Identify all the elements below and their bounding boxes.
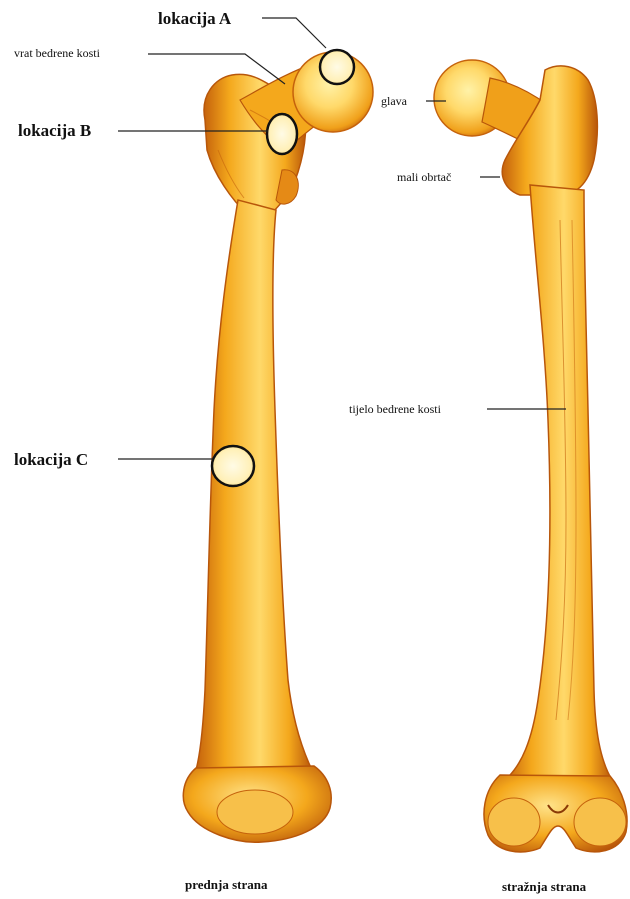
patellar-surface xyxy=(217,790,293,834)
label-shaft: tijelo bedrene kosti xyxy=(349,403,441,415)
leader-neck xyxy=(148,54,285,84)
femur-shaft xyxy=(196,200,312,770)
leader-location-a xyxy=(262,18,326,48)
label-location-b: lokacija B xyxy=(18,122,91,139)
label-lesser-trochanter: mali obrtač xyxy=(397,171,451,183)
label-location-c: lokacija C xyxy=(14,451,88,468)
marker-location-a xyxy=(320,50,354,84)
marker-location-b xyxy=(267,114,297,154)
femur-back xyxy=(434,60,627,852)
label-neck: vrat bedrene kosti xyxy=(14,47,100,59)
medial-condyle xyxy=(488,798,540,846)
label-location-a: lokacija A xyxy=(158,10,231,27)
caption-back: stražnja strana xyxy=(502,880,586,893)
lateral-condyle xyxy=(574,798,626,846)
label-head: glava xyxy=(381,95,407,107)
caption-front: prednja strana xyxy=(185,878,267,891)
marker-location-c xyxy=(212,446,254,486)
femur-front xyxy=(183,52,373,842)
